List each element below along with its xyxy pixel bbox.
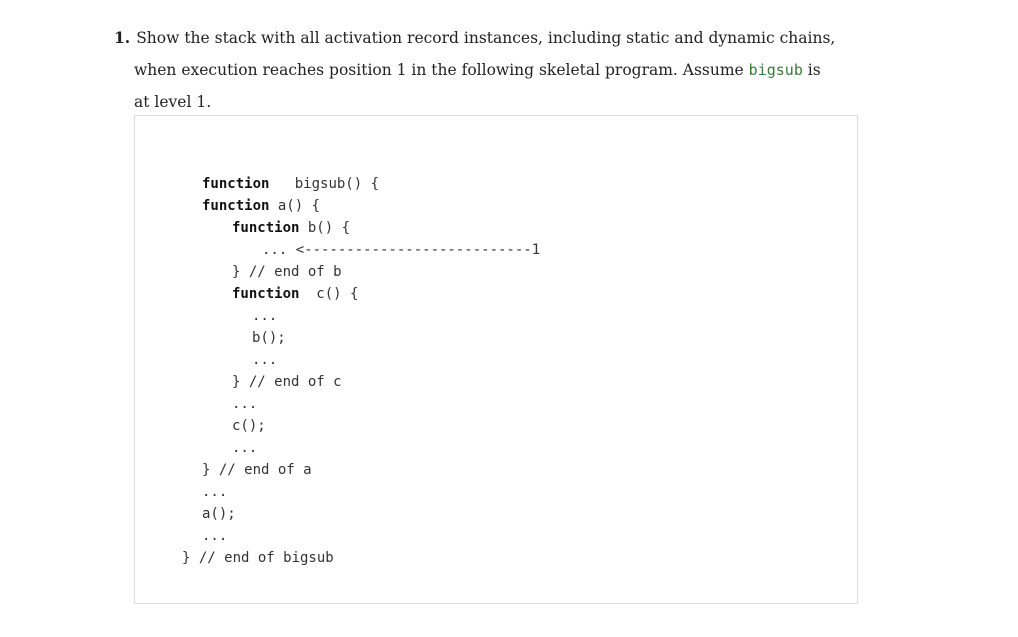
question-line-1: 1. Show the stack with all activation rec… bbox=[114, 22, 974, 54]
code-text: bigsub() { bbox=[269, 176, 380, 192]
code-line-16: a(); bbox=[202, 506, 236, 522]
code-line-9: ... bbox=[252, 352, 278, 368]
code-line-5: } // end of b bbox=[232, 264, 342, 280]
code-line-15: ... bbox=[202, 484, 228, 500]
question-line-2: when execution reaches position 1 in the… bbox=[114, 54, 974, 86]
question-text: 1. Show the stack with all activation rec… bbox=[114, 22, 974, 118]
code-line-17: ... bbox=[202, 528, 228, 544]
question-number: 1. bbox=[114, 28, 131, 47]
keyword-function: function bbox=[202, 176, 270, 192]
question-line-3: at level 1. bbox=[134, 93, 212, 111]
code-line-10: } // end of c bbox=[232, 374, 342, 390]
code-block: function bigsub() { function a() { funct… bbox=[134, 115, 858, 604]
code-text: b() { bbox=[299, 220, 351, 236]
keyword-function: function bbox=[232, 220, 300, 236]
code-line-6: function c() { bbox=[232, 285, 358, 303]
question-line-1-text: Show the stack with all activation recor… bbox=[136, 29, 836, 47]
code-line-18: } // end of bigsub bbox=[182, 550, 334, 566]
code-line-position-marker: ... <---------------------------1 bbox=[262, 242, 541, 258]
code-line-8: b(); bbox=[252, 330, 286, 346]
inline-code-bigsub: bigsub bbox=[748, 61, 803, 79]
code-text: c() { bbox=[299, 286, 359, 302]
code-line-14: } // end of a bbox=[202, 462, 312, 478]
question-line-2-text: when execution reaches position 1 in the… bbox=[134, 61, 749, 79]
keyword-function: function bbox=[232, 286, 300, 302]
code-text: a() { bbox=[269, 198, 321, 214]
code-line-3: function b() { bbox=[232, 219, 350, 237]
code-line-7: ... bbox=[252, 308, 278, 324]
code-line-1: function bigsub() { bbox=[202, 175, 379, 193]
question-line-2-tail: is bbox=[802, 61, 821, 79]
code-line-11: ... bbox=[232, 396, 258, 412]
code-line-2: function a() { bbox=[202, 197, 320, 215]
keyword-function: function bbox=[202, 198, 270, 214]
code-line-13: ... bbox=[232, 440, 258, 456]
code-line-12: c(); bbox=[232, 418, 266, 434]
